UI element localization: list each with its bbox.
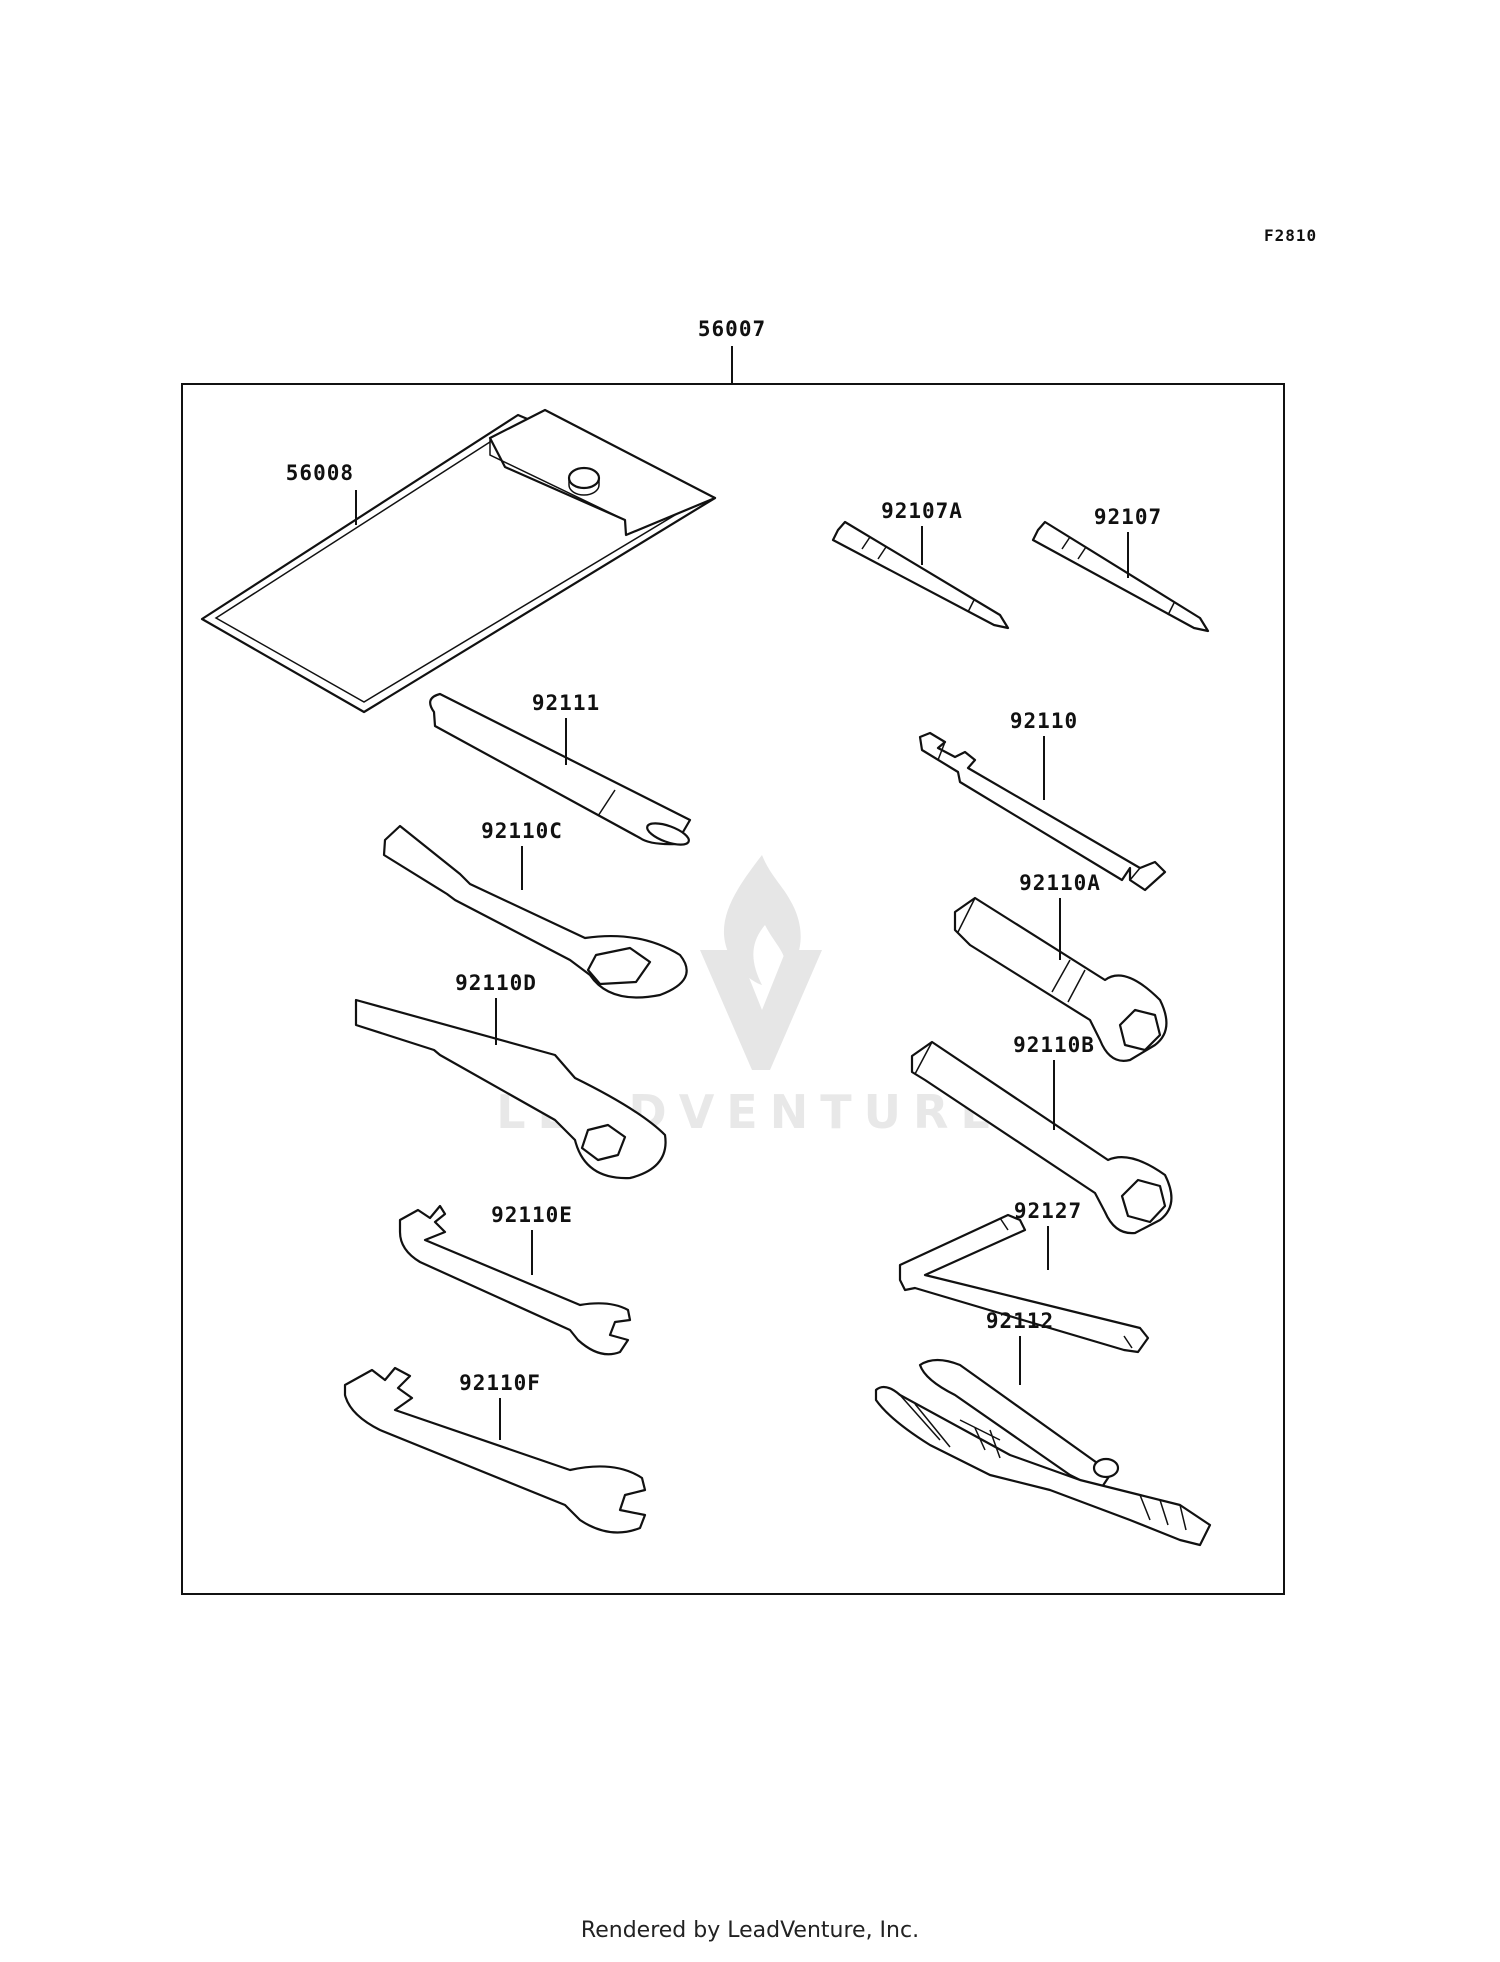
- render-credit-footer: Rendered by LeadVenture, Inc.: [580, 1918, 920, 1943]
- label-92110F: 92110F: [459, 1371, 541, 1395]
- label-92110B: 92110B: [1013, 1033, 1095, 1057]
- label-92110: 92110: [1010, 709, 1078, 733]
- leadventure-watermark-logo: [700, 855, 822, 1070]
- screwdriver-bit-92107[interactable]: [1031, 520, 1210, 633]
- label-92112: 92112: [986, 1309, 1054, 1333]
- label-92127: 92127: [1014, 1199, 1082, 1223]
- label-92110C: 92110C: [481, 819, 563, 843]
- label-56008: 56008: [286, 461, 354, 485]
- label-56007[interactable]: 56007: [698, 317, 766, 341]
- slotted-tool-92110[interactable]: [918, 731, 1167, 892]
- label-92110D: 92110D: [455, 971, 537, 995]
- open-end-wrench-92110F[interactable]: [343, 1366, 647, 1534]
- label-92111: 92111: [532, 691, 600, 715]
- tool-pouch-56008[interactable]: [200, 408, 717, 714]
- figure-code: F2810: [1264, 226, 1317, 245]
- label-92107: 92107: [1094, 505, 1162, 529]
- ring-wrench-92110D[interactable]: [354, 998, 667, 1180]
- box-spanner-92110A[interactable]: [953, 896, 1168, 1062]
- label-92110E: 92110E: [491, 1203, 573, 1227]
- screwdriver-bit-92107A[interactable]: [831, 520, 1010, 630]
- box-spanner-92110B[interactable]: [910, 1040, 1173, 1235]
- hex-key-92127[interactable]: [898, 1213, 1150, 1354]
- pliers-92112[interactable]: [874, 1358, 1212, 1547]
- ring-wrench-92110C[interactable]: [382, 824, 688, 999]
- label-92107A: 92107A: [881, 499, 963, 523]
- label-92110A: 92110A: [1019, 871, 1101, 895]
- kit-boundary-box: [181, 383, 1285, 1595]
- extension-bar-92111[interactable]: [429, 692, 692, 849]
- open-end-wrench-92110E[interactable]: [398, 1204, 632, 1356]
